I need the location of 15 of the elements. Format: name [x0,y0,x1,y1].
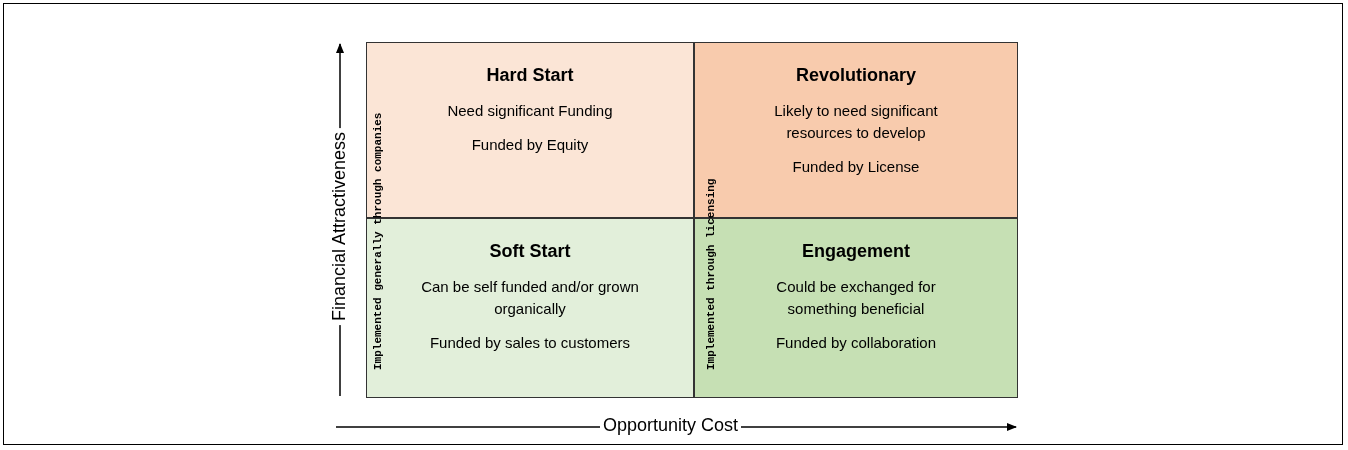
quadrant-heading: Engagement [802,241,910,262]
vertical-note: Implemented generally through companies [371,111,385,370]
quadrant-text: Funded by Equity [471,134,589,155]
quadrant-heading: Hard Start [486,65,574,86]
quadrant-text: Likely to need significant resources to develop [773,101,939,143]
quadrant-text: Could be exchanged for something beneficial [775,277,937,319]
axis-title: Opportunity Cost [600,415,742,436]
quadrant-text: Funded by License [792,156,920,177]
quadrant-text: Funded by sales to customers [429,332,631,353]
quadrant-text: Can be self funded and/or grown organically [420,277,640,319]
quadrant-text: Funded by collaboration [775,332,937,353]
quadrant-heading: Revolutionary [796,65,916,86]
quadrant-heading: Soft Start [489,241,571,262]
vertical-note: Implemented through licensing [704,177,718,370]
quadrant-text: Need significant Funding [447,101,613,121]
